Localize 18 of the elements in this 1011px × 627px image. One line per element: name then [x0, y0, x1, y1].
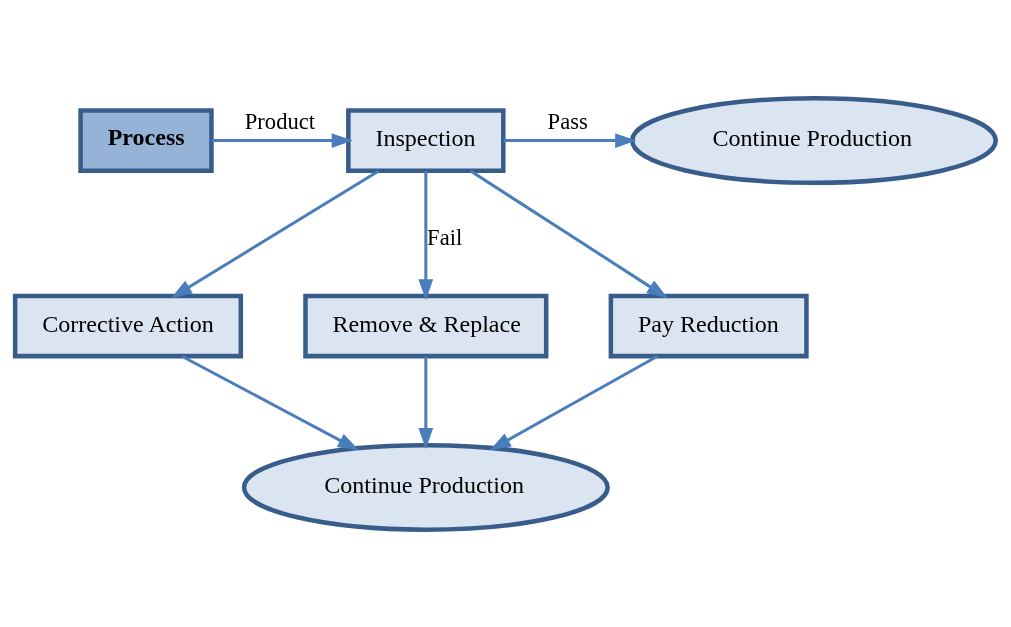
- arrow: [171, 169, 380, 298]
- arrow: [503, 132, 637, 148]
- node-box: Inspection: [346, 107, 506, 173]
- edge-label: Pass: [547, 108, 588, 134]
- arrow: [418, 356, 434, 449]
- node-ellipse: Continue Production: [629, 95, 998, 185]
- arrow: [211, 132, 353, 148]
- arrow: [418, 170, 434, 300]
- node-box: Process: [78, 107, 214, 173]
- node-box: Pay Reduction: [608, 293, 809, 358]
- node-ellipse: Continue Production: [241, 442, 610, 532]
- arrow: [181, 354, 359, 450]
- node-box: Remove & Replace: [303, 293, 549, 358]
- arrow: [489, 354, 659, 450]
- edge-label: Fail: [427, 224, 463, 250]
- node-box: Corrective Action: [12, 293, 244, 358]
- arrow: [469, 169, 668, 298]
- edge-label: Product: [244, 108, 315, 134]
